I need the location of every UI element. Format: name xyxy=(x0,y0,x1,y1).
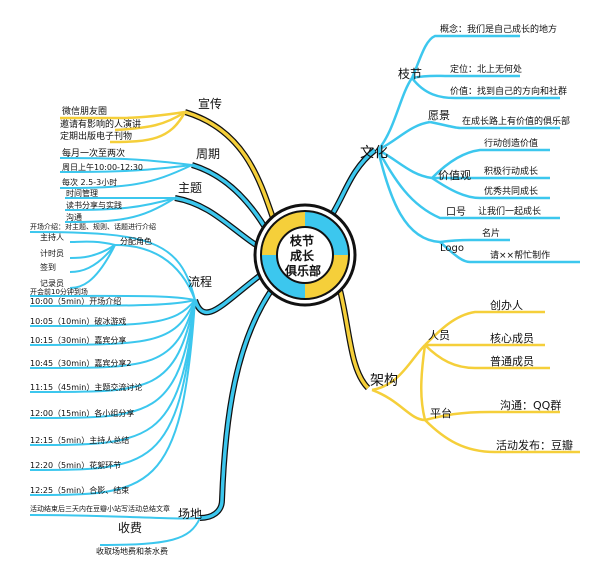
center-node xyxy=(253,203,357,307)
process-step: 10:45（30min）嘉宾分享2 xyxy=(30,359,132,368)
process-step: 10:15（30min）嘉宾分享 xyxy=(30,336,127,345)
culture-vision-label: 愿景 xyxy=(428,109,450,122)
process-step: 12:25（5min）合影、结束 xyxy=(30,486,130,495)
process-step: 12:15（5min）主持人总结 xyxy=(30,436,130,445)
center-title-line1: 枝节 xyxy=(290,234,315,248)
process-intro: 开场介绍：对主题、规则、话题进行介绍 xyxy=(30,223,156,231)
venue-label: 场地 xyxy=(178,507,203,521)
cycle-label: 周期 xyxy=(196,147,221,161)
branch-venue xyxy=(199,283,278,521)
promo-item: 邀请有影响的人演讲 xyxy=(60,120,142,130)
promo-label: 宣传 xyxy=(198,97,223,111)
structure-platform-item: 沟通：QQ群 xyxy=(500,399,562,412)
structure-platform-label: 平台 xyxy=(430,407,452,420)
culture-intro-label: 枝节 xyxy=(398,67,423,81)
process-prepare: 开会前10分钟到场 xyxy=(30,288,88,296)
culture-slogan-label: 口号 xyxy=(446,207,466,218)
process-step: 11:15（45min）主题交流讨论 xyxy=(30,383,143,392)
structure-people-item: 核心成员 xyxy=(490,332,534,345)
culture-label: 文化 xyxy=(360,145,388,161)
topic-item: 沟通 xyxy=(66,213,82,222)
structure-label: 架构 xyxy=(370,373,398,389)
structure-people-item: 普通成员 xyxy=(490,355,534,368)
promo-item: 定期出版电子刊物 xyxy=(60,132,133,142)
process-step: 12:00（15min）各小组分享 xyxy=(30,409,135,418)
culture-intro-item: 概念：我们是自己成长的地方 xyxy=(440,25,558,35)
process-role: 主持人 xyxy=(40,233,64,242)
promo-links xyxy=(60,110,187,144)
culture-values-item: 积极行动成长 xyxy=(484,167,539,177)
process-label: 流程 xyxy=(188,275,213,289)
culture-intro-item: 价值：找到自己的方向和社群 xyxy=(450,87,568,97)
process-role: 计时员 xyxy=(40,249,64,258)
structure-links xyxy=(371,310,580,454)
center-title-line3: 俱乐部 xyxy=(285,264,322,278)
structure-platform-item: 活动发布：豆瓣 xyxy=(496,439,573,452)
culture-values-item: 行动创造价值 xyxy=(484,139,539,149)
process-step: 12:20（5min）花絮环节 xyxy=(30,461,122,470)
venue-note: 活动结束后三天内在豆瓣小站写活动总结文章 xyxy=(30,505,170,513)
cycle-item: 周日上午10:00-12:30 xyxy=(62,163,143,172)
culture-values-label: 价值观 xyxy=(438,169,471,182)
culture-values-item: 优秀共同成长 xyxy=(484,187,539,197)
culture-slogan-text: 让我们一起成长 xyxy=(478,207,542,217)
topic-item: 读书分享与实践 xyxy=(66,201,122,210)
process-roles-label: 分配角色 xyxy=(120,237,152,246)
process-role: 签到 xyxy=(40,263,56,272)
topic-label: 主题 xyxy=(178,181,203,195)
cycle-item: 每次 2.5-3小时 xyxy=(62,178,118,187)
left-links xyxy=(29,157,201,546)
culture-vision-text: 在成长路上有价值的俱乐部 xyxy=(462,117,571,127)
culture-logo-item: 请××帮忙制作 xyxy=(490,251,551,261)
income-label: 收费 xyxy=(118,521,143,535)
promo-item: 微信朋友圈 xyxy=(62,107,108,117)
cycle-item: 每月一次至两次 xyxy=(62,149,126,159)
structure-people-label: 人员 xyxy=(428,329,450,342)
culture-intro-item: 定位：北上无何处 xyxy=(450,65,523,75)
topic-item: 时间管理 xyxy=(66,189,98,198)
structure-people-item: 创办人 xyxy=(490,299,523,312)
process-role: 记录员 xyxy=(40,279,64,288)
culture-links xyxy=(376,34,580,264)
culture-logo-label: Logo xyxy=(440,243,464,254)
culture-logo-item: 名片 xyxy=(482,229,501,239)
center-title-line2: 成长 xyxy=(290,249,315,263)
income-note: 收取场地费和茶水费 xyxy=(96,547,168,556)
process-step: 10:05（10min）破冰游戏 xyxy=(30,317,127,326)
process-step: 10:00（5min）开场介绍 xyxy=(30,297,122,306)
